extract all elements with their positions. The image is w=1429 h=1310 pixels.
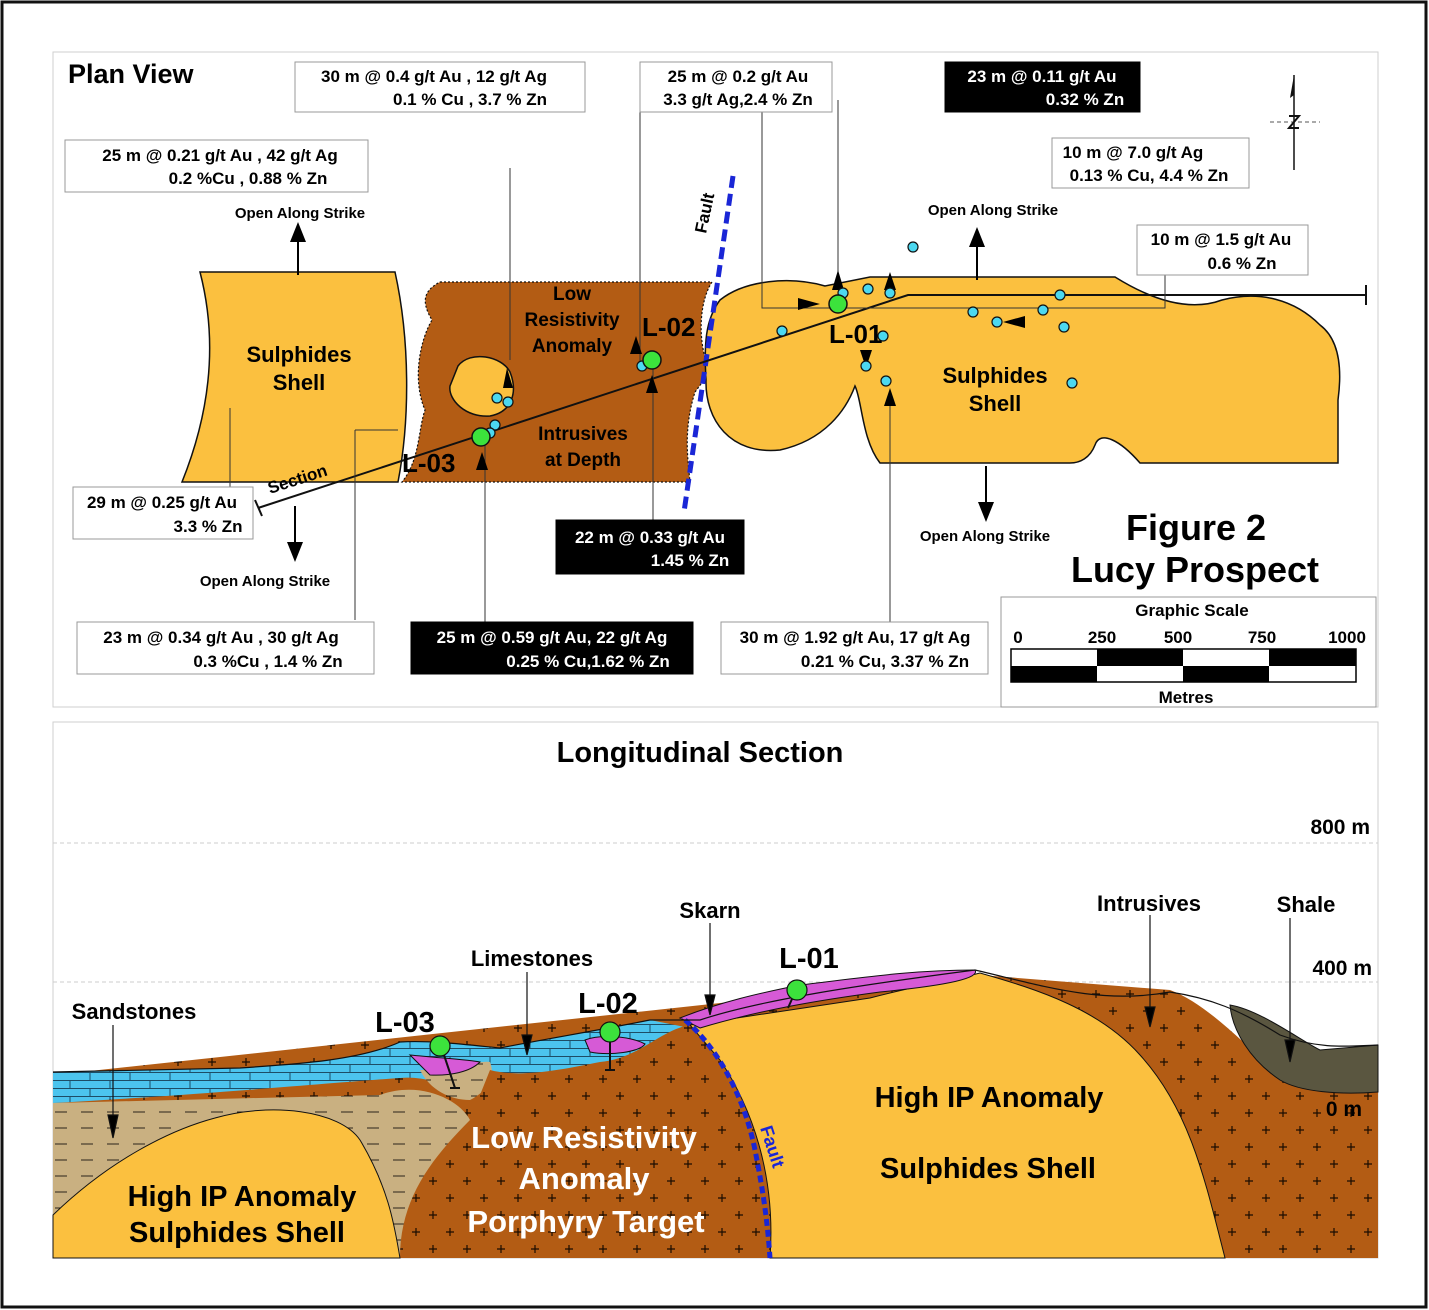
callout-10: 25 m @ 0.59 g/t Au, 22 g/t Ag 0.25 % Cu,… (410, 621, 694, 675)
unit-limestones: Limestones (471, 946, 593, 971)
scale-tick-250: 250 (1088, 628, 1116, 647)
unit-shale: Shale (1277, 892, 1336, 917)
low-res-label-3: Anomaly (532, 336, 613, 357)
svg-text:10 m @ 1.5 g/t Au: 10 m @ 1.5 g/t Au (1151, 230, 1292, 249)
section-line-end-left (254, 499, 263, 517)
svg-text:0.21 % Cu, 3.37 % Zn: 0.21 % Cu, 3.37 % Zn (801, 652, 969, 671)
svg-text:10 m @ 7.0 g/t Ag: 10 m @ 7.0 g/t Ag (1063, 143, 1204, 162)
elev-0: 0 m (1326, 1098, 1362, 1121)
svg-text:0.32 % Zn: 0.32 % Zn (1046, 90, 1124, 109)
svg-text:25 m @ 0.59 g/t Au, 22 g/t Ag: 25 m @ 0.59 g/t Au, 22 g/t Ag (437, 628, 668, 647)
figure-number: Figure 2 (1126, 507, 1266, 548)
svg-text:0.6 % Zn: 0.6 % Zn (1208, 254, 1277, 273)
porphyry-1: Low Resistivity (471, 1120, 697, 1155)
callout-5: 10 m @ 7.0 g/t Ag 0.13 % Cu, 4.4 % Zn (1051, 137, 1250, 189)
intrusives-label-2: at Depth (545, 450, 621, 471)
section-title: Longitudinal Section (557, 737, 844, 769)
svg-text:29 m @ 0.25 g/t Au: 29 m @ 0.25 g/t Au (87, 493, 237, 512)
high-ip-left-1: High IP Anomaly (128, 1181, 357, 1213)
section-geology (52, 969, 1379, 1259)
callout-2: 25 m @ 0.2 g/t Au 3.3 g/t Ag,2.4 % Zn (639, 61, 833, 113)
plan-hole-label-l01: L-01 (829, 319, 882, 349)
north-arrow-icon (1270, 75, 1320, 170)
sulphides-shell-right-label-1: Sulphides (942, 363, 1047, 388)
sulphides-shell-right-label-2: Shell (969, 391, 1022, 416)
svg-text:0.25 % Cu,1.62 % Zn: 0.25 % Cu,1.62 % Zn (506, 652, 669, 671)
plan-arrowheads (476, 270, 1025, 470)
section-hole-label-l01: L-01 (779, 943, 839, 975)
callout-7: 29 m @ 0.25 g/t Au 3.3 % Zn (72, 486, 254, 540)
scale-title: Graphic Scale (1135, 601, 1248, 620)
svg-text:23 m @ 0.34 g/t Au , 30 g/t Ag: 23 m @ 0.34 g/t Au , 30 g/t Ag (103, 628, 338, 647)
section-pointers (107, 915, 1296, 1139)
plan-cyan-holes (484, 241, 1078, 439)
sulphides-shell-left-label-1: Sulphides (246, 342, 351, 367)
svg-text:0.13 % Cu, 4.4 % Zn: 0.13 % Cu, 4.4 % Zn (1070, 166, 1229, 185)
callout-leader-lines (229, 100, 1166, 622)
open-strike-label-sw: Open Along Strike (200, 573, 330, 590)
plan-hole-label-l02: L-02 (642, 312, 695, 342)
porphyry-3: Porphyry Target (467, 1204, 704, 1239)
svg-text:1.45 % Zn: 1.45 % Zn (651, 551, 729, 570)
plan-fault-line (681, 175, 736, 513)
plan-drill-collars (471, 294, 848, 447)
callout-1: 30 m @ 0.4 g/t Au , 12 g/t Ag 0.1 % Cu ,… (294, 61, 586, 113)
graphic-scale: Graphic Scale 0 250 500 750 1000 Metres (1000, 596, 1377, 708)
svg-text:3.3 % Zn: 3.3 % Zn (174, 517, 243, 536)
open-strike-label-ne: Open Along Strike (928, 202, 1058, 219)
high-ip-left-2: Sulphides Shell (129, 1217, 345, 1249)
section-hole-label-l02: L-02 (578, 988, 638, 1020)
porphyry-2: Anomaly (519, 1161, 651, 1196)
scale-tick-1000: 1000 (1328, 628, 1366, 647)
elev-400: 400 m (1312, 957, 1372, 980)
svg-text:30 m @ 1.92 g/t Au, 17 g/t Ag: 30 m @ 1.92 g/t Au, 17 g/t Ag (740, 628, 971, 647)
svg-text:30 m @ 0.4 g/t Au , 12 g/t Ag: 30 m @ 0.4 g/t Au , 12 g/t Ag (321, 67, 547, 86)
svg-text:0.1 % Cu , 3.7 % Zn: 0.1 % Cu , 3.7 % Zn (393, 90, 547, 109)
callout-11: 30 m @ 1.92 g/t Au, 17 g/t Ag 0.21 % Cu,… (720, 621, 989, 675)
svg-text:25 m @ 0.2 g/t Au: 25 m @ 0.2 g/t Au (668, 67, 809, 86)
intrusives-label-1: Intrusives (538, 424, 628, 445)
low-res-label-1: Low (553, 284, 591, 305)
svg-text:3.3 g/t Ag,2.4 % Zn: 3.3 g/t Ag,2.4 % Zn (663, 90, 813, 109)
scale-unit: Metres (1159, 688, 1214, 707)
callout-9: 23 m @ 0.34 g/t Au , 30 g/t Ag 0.3 %Cu ,… (76, 621, 375, 675)
svg-text:23 m @ 0.11 g/t Au: 23 m @ 0.11 g/t Au (967, 67, 1116, 86)
scale-tick-750: 750 (1248, 628, 1276, 647)
unit-sandstones: Sandstones (72, 999, 197, 1024)
svg-text:25 m @ 0.21 g/t Au , 42 g/t Ag: 25 m @ 0.21 g/t Au , 42 g/t Ag (102, 146, 337, 165)
sulphides-shell-left-label-2: Shell (273, 370, 326, 395)
low-res-label-2: Resistivity (524, 310, 619, 331)
callout-4: 25 m @ 0.21 g/t Au , 42 g/t Ag 0.2 %Cu ,… (64, 139, 369, 193)
unit-intrusives: Intrusives (1097, 891, 1201, 916)
open-strike-label-nw: Open Along Strike (235, 205, 365, 222)
section-drill-holes (429, 979, 808, 1089)
section-hole-label-l03: L-03 (375, 1007, 435, 1039)
elev-800: 800 m (1310, 816, 1370, 839)
callout-6: 10 m @ 1.5 g/t Au 0.6 % Zn (1136, 224, 1309, 276)
unit-skarn: Skarn (679, 898, 740, 923)
scale-tick-0: 0 (1013, 628, 1022, 647)
scale-tick-500: 500 (1164, 628, 1192, 647)
high-ip-right-1: High IP Anomaly (875, 1082, 1104, 1114)
svg-text:22 m @ 0.33 g/t Au: 22 m @ 0.33 g/t Au (575, 528, 725, 547)
plan-view-title: Plan View (68, 59, 195, 89)
plan-hole-label-l03: L-03 (402, 448, 455, 478)
sulphides-shell-right (704, 276, 1341, 464)
high-ip-right-2: Sulphides Shell (880, 1153, 1096, 1185)
svg-text:0.3 %Cu , 1.4 % Zn: 0.3 %Cu , 1.4 % Zn (193, 652, 342, 671)
svg-text:0.2 %Cu , 0.88 % Zn: 0.2 %Cu , 0.88 % Zn (169, 169, 328, 188)
callout-3: 23 m @ 0.11 g/t Au 0.32 % Zn (944, 61, 1141, 113)
open-strike-label-se: Open Along Strike (920, 528, 1050, 545)
sulphides-shell-left (180, 271, 408, 483)
figure-title: Lucy Prospect (1071, 549, 1319, 590)
callout-8: 22 m @ 0.33 g/t Au 1.45 % Zn (555, 519, 745, 575)
